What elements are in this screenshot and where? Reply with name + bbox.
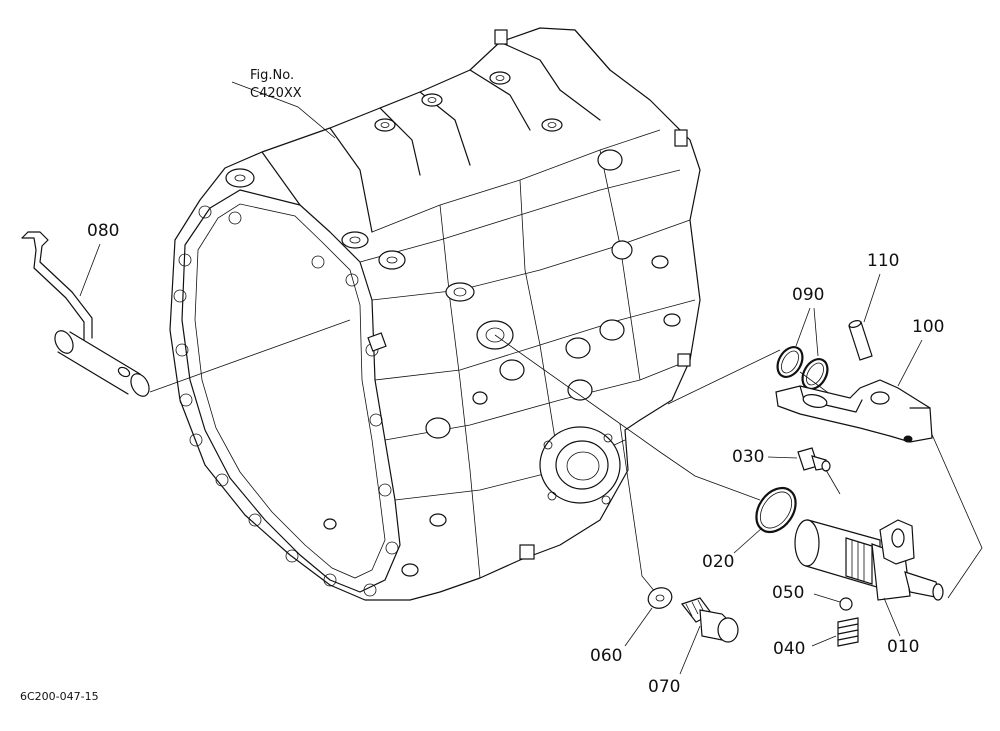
housing-bosses bbox=[225, 71, 681, 577]
part-label-100: 100 bbox=[912, 317, 944, 337]
part-label-090: 090 bbox=[792, 285, 824, 305]
plug-icon bbox=[797, 447, 831, 472]
part-label-050: 050 bbox=[772, 583, 804, 603]
part-label-010: 010 bbox=[887, 637, 919, 657]
part-label-080: 080 bbox=[87, 221, 119, 241]
part-label-060: 060 bbox=[590, 646, 622, 666]
side-boss bbox=[539, 426, 621, 505]
bolt-icon bbox=[681, 597, 739, 643]
part-090: 090 bbox=[776, 285, 829, 391]
part-040: 040 bbox=[773, 617, 859, 659]
part-080: 080 bbox=[21, 221, 351, 397]
pin-icon bbox=[848, 319, 873, 361]
part-100: 100 bbox=[775, 317, 944, 443]
washer-icon bbox=[647, 587, 673, 609]
part-label-040: 040 bbox=[773, 639, 805, 659]
spring-icon bbox=[837, 617, 859, 647]
part-060: 060 bbox=[590, 587, 673, 666]
o-ring-pair-icon bbox=[776, 345, 829, 391]
figure-reference: Fig.No. C420XX bbox=[231, 68, 336, 139]
part-070: 070 bbox=[648, 597, 739, 697]
part-010: 010 bbox=[794, 519, 944, 657]
part-label-030: 030 bbox=[732, 447, 764, 467]
part-label-070: 070 bbox=[648, 677, 680, 697]
figure-ref-line2: C420XX bbox=[250, 86, 302, 101]
o-ring-icon bbox=[755, 486, 797, 534]
shift-rod-icon bbox=[21, 231, 150, 397]
flange-bolt-holes bbox=[173, 205, 399, 597]
ball-icon bbox=[839, 597, 853, 611]
part-020: 020 bbox=[702, 486, 797, 572]
piston-cylinder-icon bbox=[794, 519, 944, 601]
part-110: 110 bbox=[848, 251, 899, 361]
figure-ref-line1: Fig.No. bbox=[250, 68, 294, 83]
part-050: 050 bbox=[772, 583, 853, 611]
shift-arm-icon bbox=[775, 379, 933, 443]
part-label-110: 110 bbox=[867, 251, 899, 271]
transmission-case bbox=[169, 27, 701, 601]
drawing-code: 6C200-047-15 bbox=[20, 690, 99, 703]
part-label-020: 020 bbox=[702, 552, 734, 572]
part-030: 030 bbox=[732, 447, 841, 495]
